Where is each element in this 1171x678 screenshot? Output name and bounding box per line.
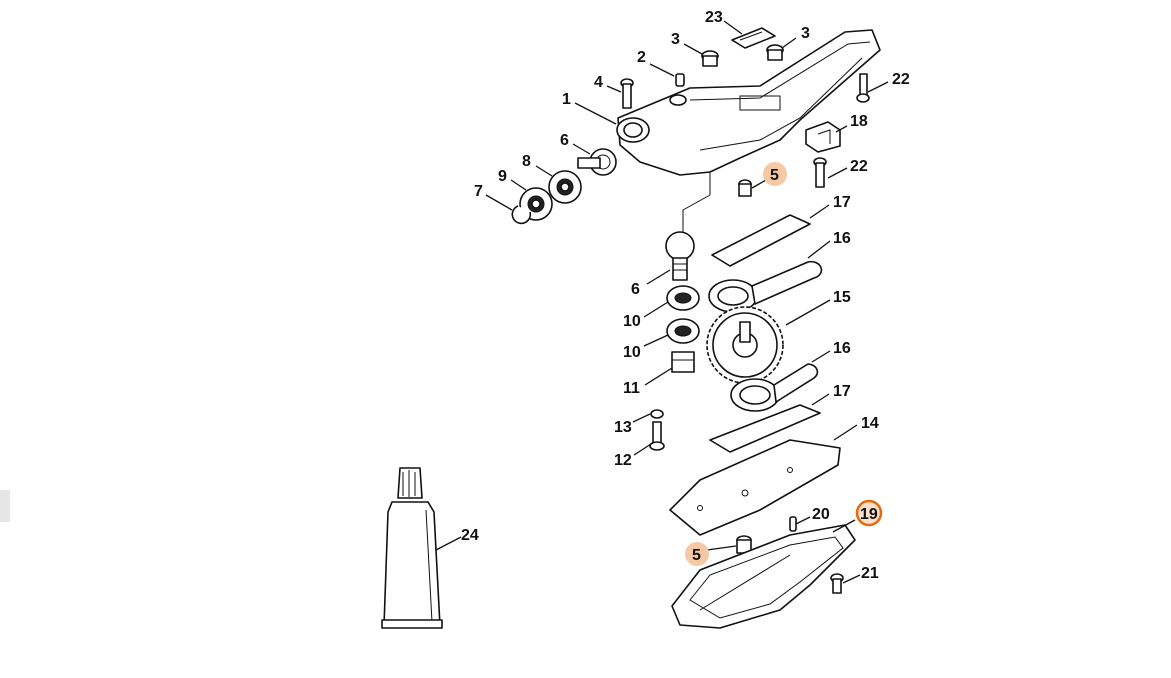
pinion-part-6[interactable] — [665, 231, 695, 281]
label-6-bottom[interactable]: 6 — [631, 281, 640, 298]
label-16-top[interactable]: 16 — [833, 230, 851, 247]
pin-part[interactable] — [675, 73, 685, 87]
cover-plate-part[interactable] — [731, 27, 776, 49]
label-9[interactable]: 9 — [498, 168, 507, 185]
gear-housing-cover-part-19[interactable] — [671, 524, 856, 629]
label-19[interactable]: 19 — [860, 506, 878, 523]
label-21[interactable]: 21 — [861, 565, 879, 582]
label-10-upper[interactable]: 10 — [623, 313, 641, 330]
gasket-part-17-bottom[interactable] — [709, 404, 821, 453]
label-17-bottom[interactable]: 17 — [833, 383, 851, 400]
bearing-part-10-lower[interactable] — [666, 318, 700, 344]
selected-part-19-marker[interactable] — [855, 499, 883, 527]
label-14[interactable]: 14 — [861, 415, 879, 432]
screw-part-21[interactable] — [830, 573, 844, 594]
clip-part-18[interactable] — [805, 121, 841, 153]
label-22-mid[interactable]: 22 — [850, 158, 868, 175]
label-3-left[interactable]: 3 — [671, 31, 680, 48]
label-16-bottom[interactable]: 16 — [833, 340, 851, 357]
label-2[interactable]: 2 — [637, 49, 646, 66]
leader-lines — [435, 20, 889, 584]
label-18[interactable]: 18 — [850, 113, 868, 130]
label-7[interactable]: 7 — [474, 183, 483, 200]
label-3-right[interactable]: 3 — [801, 25, 810, 42]
label-6-top[interactable]: 6 — [560, 132, 569, 149]
gasket-part-14[interactable] — [669, 439, 841, 536]
label-5-top[interactable]: 5 — [770, 167, 779, 184]
label-13[interactable]: 13 — [614, 419, 632, 436]
connecting-rod-part-16-bottom[interactable] — [730, 363, 819, 412]
label-11[interactable]: 11 — [623, 380, 640, 397]
screw-part-22-top[interactable] — [856, 73, 870, 103]
screw-part-4[interactable] — [620, 78, 634, 109]
spur-gear-part-15[interactable] — [706, 306, 784, 384]
pin-part-20[interactable] — [789, 516, 797, 532]
highlight-part-5-bottom — [685, 542, 709, 566]
label-4[interactable]: 4 — [594, 74, 603, 91]
circlip-part-7[interactable] — [511, 205, 532, 225]
screw-part-22-mid[interactable] — [813, 157, 827, 188]
bearing-part-8[interactable] — [548, 170, 582, 204]
label-10-lower[interactable]: 10 — [623, 344, 641, 361]
label-24[interactable]: 24 — [461, 527, 479, 544]
label-20[interactable]: 20 — [812, 506, 830, 523]
assembly-leader-line — [682, 194, 711, 235]
screw-part-12[interactable] — [649, 421, 665, 451]
grease-tube-part-24[interactable] — [381, 467, 443, 629]
side-panel-tab[interactable] — [0, 490, 10, 522]
sleeve-part-5-top[interactable] — [738, 179, 752, 197]
label-23[interactable]: 23 — [705, 9, 723, 26]
plug-part-left[interactable] — [701, 50, 719, 67]
nut-part-11[interactable] — [671, 351, 695, 373]
label-8[interactable]: 8 — [522, 153, 531, 170]
label-12[interactable]: 12 — [614, 452, 632, 469]
label-17-top[interactable]: 17 — [833, 194, 851, 211]
highlight-part-5-top — [763, 162, 787, 186]
label-5-bottom[interactable]: 5 — [692, 547, 701, 564]
washer-part-13[interactable] — [650, 409, 664, 419]
gasket-part-17-top[interactable] — [711, 214, 811, 267]
plug-part-right[interactable] — [766, 44, 784, 61]
label-1[interactable]: 1 — [562, 91, 571, 108]
label-15[interactable]: 15 — [833, 289, 851, 306]
gear-housing-part[interactable] — [616, 29, 881, 195]
bearing-part-10-upper[interactable] — [666, 285, 700, 311]
label-22-top[interactable]: 22 — [892, 71, 910, 88]
part-labels: 23 3 3 2 4 22 1 18 6 8 9 7 5 22 17 16 6 … — [461, 9, 910, 582]
gear-shaft-part-6[interactable] — [577, 148, 617, 176]
connecting-rod-part-16-top[interactable] — [708, 260, 823, 313]
